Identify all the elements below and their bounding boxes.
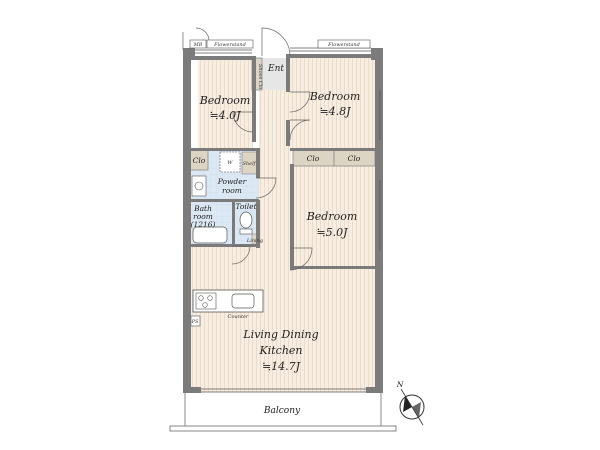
- bathroom-size: (1216): [191, 220, 216, 229]
- balcony-label: Balcony: [263, 406, 301, 416]
- ldk-floor: [190, 246, 379, 392]
- bathroom-label-2: room: [193, 212, 213, 221]
- ps-label: PS: [191, 319, 199, 325]
- balcony-railing: [169, 425, 397, 432]
- bedroom-east-name: Bedroom: [309, 90, 361, 103]
- door-swings: [182, 27, 313, 271]
- flowerstand-west-label: Flowerstand: [213, 42, 246, 48]
- toilet-tank: [239, 228, 253, 235]
- bedroom-south-name: Bedroom: [306, 210, 358, 223]
- bedroom-east-size: ≒4.8J: [319, 105, 351, 118]
- walls: [183, 48, 383, 393]
- closet-west-label: Clo: [193, 156, 206, 165]
- closet-east-label: Clo: [348, 154, 361, 163]
- lining-label: Lining: [246, 238, 263, 244]
- entrance-label: Ent: [267, 64, 284, 74]
- entrance-floor: [262, 58, 290, 90]
- bedroom-east-floor: [290, 58, 375, 150]
- compass-north-label: N: [396, 380, 404, 389]
- flowerstand-west: [206, 39, 254, 49]
- washer: [219, 151, 241, 173]
- bathroom-label-1: Bath: [193, 204, 212, 213]
- ldk-name-line2: Kitchen: [259, 344, 303, 357]
- bathtub: [192, 226, 228, 244]
- powder-room-label-1: Powder: [217, 177, 247, 186]
- stove: [195, 292, 217, 310]
- flowerstand-east: [317, 39, 371, 49]
- sink: [231, 293, 255, 309]
- wash-basin: [191, 175, 207, 197]
- bedroom-west-name: Bedroom: [199, 94, 251, 107]
- ldk-name-line1: Living Dining: [242, 328, 318, 341]
- toilet-bowl: [239, 211, 253, 229]
- shelf-label: Shelf: [242, 161, 256, 167]
- ldk-size: ≒14.7J: [262, 360, 301, 373]
- toilet-label: Toilet: [235, 202, 257, 211]
- bedroom-south-size: ≒5.0J: [316, 226, 348, 239]
- meter-box: [189, 39, 207, 49]
- washer-label: W: [227, 160, 233, 166]
- bedroom-west-size: ≒4.0J: [209, 109, 241, 122]
- mb-label: MB: [193, 42, 203, 48]
- shoe-closet-label: Shoes Clo: [257, 64, 263, 89]
- powder-room-label-2: room: [222, 186, 242, 195]
- closet-center-label: Clo: [307, 154, 320, 163]
- basin-bowl: [194, 181, 204, 191]
- stove-burner: [207, 295, 213, 301]
- bedroom-west-floor: [198, 60, 253, 150]
- stove-burner: [198, 295, 204, 301]
- compass-icon: [399, 388, 425, 426]
- flowerstand-east-label: Flowerstand: [327, 42, 360, 48]
- stove-burner: [202, 302, 208, 308]
- counter-label: Counter: [228, 314, 249, 320]
- hall-floor: [259, 60, 291, 248]
